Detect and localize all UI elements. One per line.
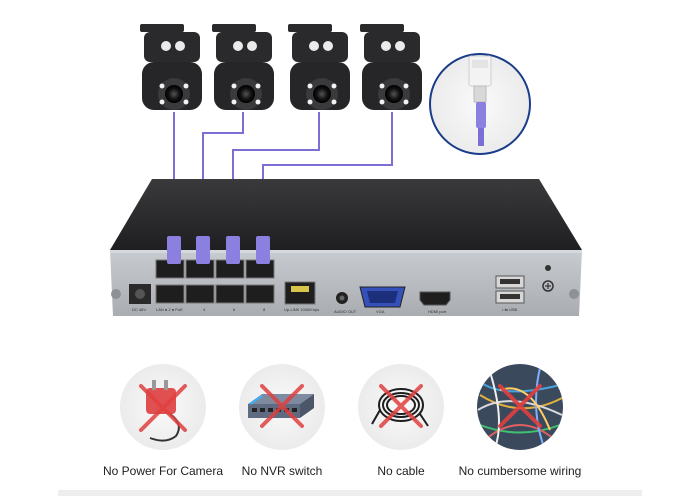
red-x-icon (260, 384, 304, 428)
usb-ports (495, 275, 525, 304)
cable-coil-icon (371, 388, 429, 427)
red-x-icon (498, 384, 542, 428)
camera-3 (288, 24, 350, 110)
label-audio: AUDIO OUT (334, 309, 357, 314)
red-x-icon (139, 384, 187, 432)
red-x-icon (379, 384, 423, 428)
vga-port (359, 286, 406, 308)
caption-no-power: No Power For Camera (102, 464, 224, 478)
label-lan-8: 8 (263, 307, 266, 312)
uplink-port (284, 281, 316, 305)
feature-no-wiring (477, 364, 563, 450)
camera-4 (360, 24, 422, 110)
caption-no-switch: No NVR switch (241, 464, 323, 478)
rj45-plugs (167, 236, 270, 264)
lan-port-row-top (155, 259, 275, 279)
label-uplink: Up-LINK 10/0M bps (284, 307, 319, 312)
dc-power-port (129, 284, 151, 304)
reset-hole (545, 265, 551, 271)
ground-screw (542, 280, 554, 292)
feature-no-switch (239, 364, 325, 450)
label-hdmi: HDMI port (428, 309, 447, 314)
lan-port-row-bottom (155, 284, 275, 304)
camera-2 (212, 24, 274, 110)
label-usb: • ⇆ USB (502, 307, 518, 312)
label-lan-1-2: LAN ● 2 ● PoE (156, 307, 183, 312)
caption-no-wiring: No cumbersome wiring (458, 464, 582, 478)
hdmi-port (419, 291, 451, 306)
label-lan-4: 4 (203, 307, 206, 312)
connector-closeup (429, 53, 531, 155)
label-lan-6: 6 (233, 307, 236, 312)
network-switch-icon (248, 394, 314, 418)
bottom-divider (58, 490, 642, 496)
feature-no-power (120, 364, 206, 450)
poe-lan-ports (155, 236, 275, 304)
label-dc: DC 48V (132, 307, 146, 312)
audio-out-port (336, 292, 348, 304)
feature-no-cable (358, 364, 444, 450)
caption-no-cable: No cable (377, 464, 425, 478)
label-vga: VGA (376, 309, 385, 314)
camera-1 (140, 24, 202, 110)
